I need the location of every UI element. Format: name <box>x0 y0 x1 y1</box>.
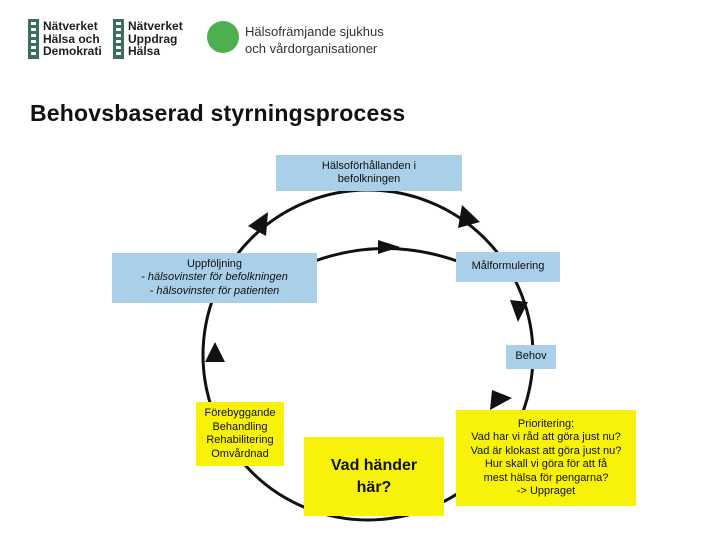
logo3-line2: och vårdorganisationer <box>245 41 378 56</box>
hfs-logo-text: Hälsofrämjande sjukhus och vårdorganisat… <box>245 23 384 57</box>
box-prioritering: Prioritering: Vad har vi råd att göra ju… <box>456 410 636 506</box>
arrowhead-left <box>205 342 225 362</box>
box-malformulering-label: Målformulering <box>471 260 545 273</box>
box-prioritering-line2: Vad har vi råd att göra just nu? <box>471 431 621 443</box>
logo1-line3: Demokrati <box>43 44 102 59</box>
box-prioritering-line4: Hur skall vi göra för att få <box>484 458 608 470</box>
box-uppfoljning-line1: Uppföljning <box>186 257 243 270</box>
arrowhead-top-right <box>458 205 480 228</box>
logo-natverket-halsa-demokrati: Nätverket Hälsa och Demokrati <box>28 18 102 60</box>
logo2-line2: Uppdrag <box>128 31 178 46</box>
hfs-logo-circle-icon <box>207 21 239 53</box>
box-halsoforhallanden-line1: Hälsoförhållanden i <box>321 159 417 172</box>
box-forebyggande: Förebyggande Behandling Rehabilitering O… <box>196 402 284 466</box>
logo1-line2: Hälsa och <box>43 31 100 46</box>
arrowhead-lower-right <box>490 390 512 410</box>
box-uppfoljning-line2: - hälsovinster för befolkningen <box>141 271 288 284</box>
box-forebyggande-line2: Behandling <box>212 420 268 433</box>
logo-natverket-uppdrag-halsa: Nätverket Uppdrag Hälsa <box>113 18 183 60</box>
box-forebyggande-line3: Rehabilitering <box>206 434 274 446</box>
box-forebyggande-line4: Omvårdnad <box>211 447 269 460</box>
box-prioritering-line5: mest hälsa för pengarna? <box>483 471 609 484</box>
box-behov: Behov <box>506 345 556 369</box>
logo2-line1: Nätverket <box>128 19 183 34</box>
arrowhead-upper-left <box>248 212 268 236</box>
box-vad-hander: Vad händer här? <box>304 437 444 516</box>
box-malformulering: Målformulering <box>456 252 560 282</box>
box-vad-hander-line2: här? <box>356 478 392 496</box>
box-prioritering-line6: -> Uppraget <box>516 485 576 497</box>
box-behov-label: Behov <box>515 350 547 363</box>
box-uppfoljning-line3: - hälsovinster för patienten <box>149 284 280 297</box>
box-halsoforhallanden-line2: befolkningen <box>337 173 401 185</box>
arrowhead-inner <box>378 240 400 254</box>
logo-mark-icon <box>28 19 39 59</box>
box-vad-hander-line1: Vad händer <box>330 456 418 474</box>
logo-mark-icon <box>113 19 124 59</box>
box-uppfoljning: Uppföljning - hälsovinster för befolknin… <box>112 253 317 303</box>
arrowhead-right <box>510 300 528 322</box>
box-halsoforhallanden: Hälsoförhållanden i befolkningen <box>276 155 462 191</box>
box-prioritering-line3: Vad är klokast att göra just nu? <box>470 444 622 457</box>
logo3-line1: Hälsofrämjande sjukhus <box>245 24 384 39</box>
box-prioritering-line1: Prioritering: <box>517 417 575 430</box>
box-forebyggande-line1: Förebyggande <box>204 407 276 419</box>
page-title: Behovsbaserad styrningsprocess <box>30 100 406 126</box>
logo2-line3: Hälsa <box>128 44 161 59</box>
logo1-line1: Nätverket <box>43 19 98 34</box>
